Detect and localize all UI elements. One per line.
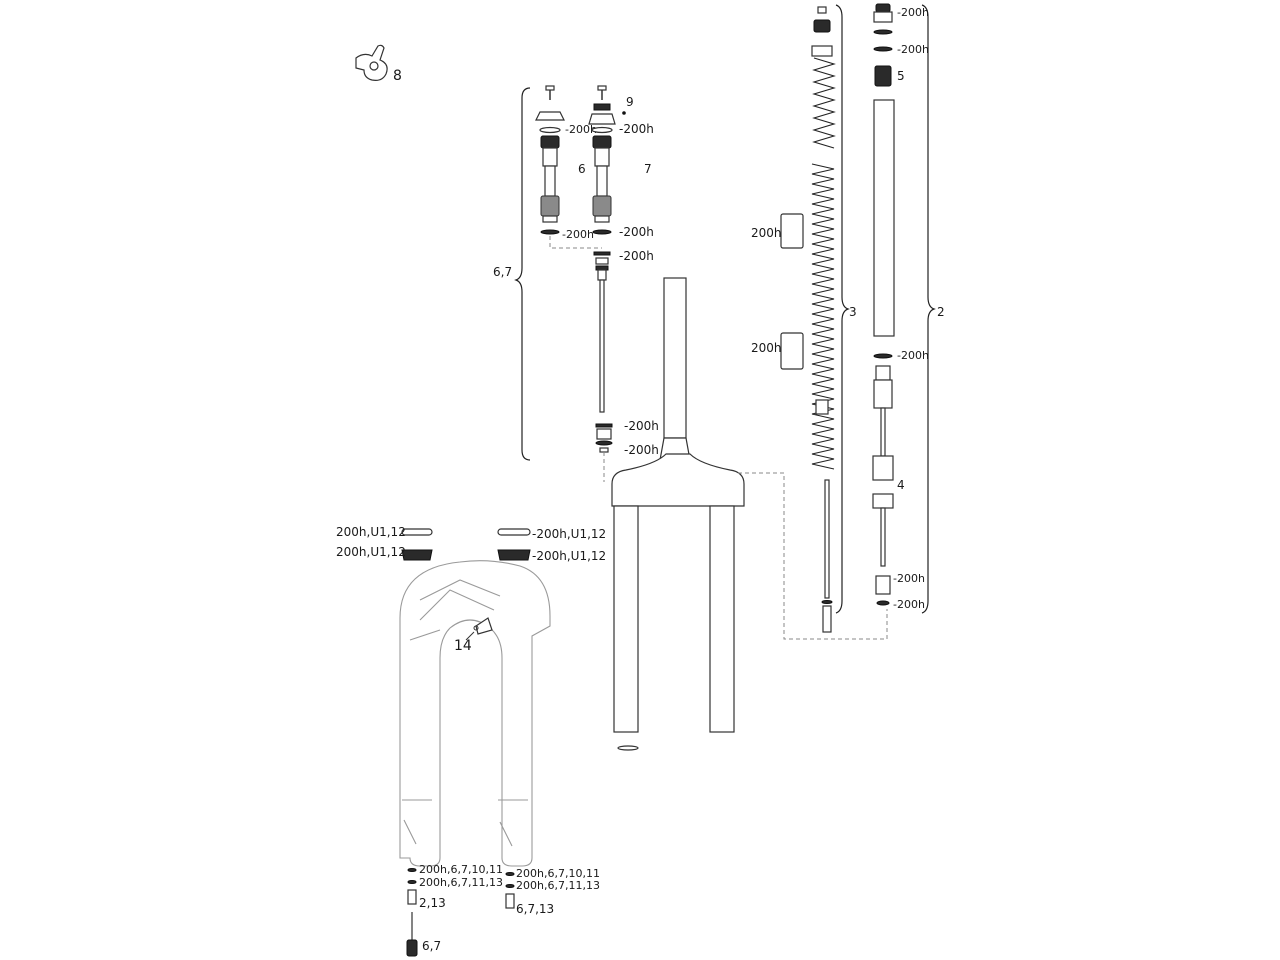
coil-spring-assembly <box>811 6 836 633</box>
label-bottom-right-3: 6,7,13 <box>516 902 554 916</box>
label-cartridge-9: 9 <box>626 95 634 109</box>
label-air-5: 5 <box>897 69 905 83</box>
label-seal-left-2: 200h,U1,12 <box>336 545 406 559</box>
label-group-3: 3 <box>849 305 857 319</box>
label-air-200h-3: -200h <box>897 349 929 362</box>
label-air-200h-4: -200h <box>893 572 925 585</box>
label-group-67: 6,7 <box>493 265 512 279</box>
label-air-4: 4 <box>897 478 905 492</box>
label-right-cart-200h-top: -200h <box>619 122 654 136</box>
bottom-hardware-right <box>505 872 515 909</box>
bracket-group-2 <box>921 4 936 614</box>
lower-legs-assembly <box>399 560 551 867</box>
seal-left <box>401 528 433 561</box>
connector-dashed <box>549 236 602 249</box>
label-air-200h-1: -200h <box>897 6 929 19</box>
bottom-hardware-left <box>406 868 418 957</box>
label-cartridge-6: 6 <box>578 162 586 176</box>
label-rod-200h-top: -200h <box>619 249 654 263</box>
label-seal-right-2: -200h,U1,12 <box>532 549 606 563</box>
label-bottom-right-1: 200h,6,7,10,11 <box>516 867 600 880</box>
label-bottom-left-4: 6,7 <box>422 939 441 953</box>
label-bottom-left-2: 200h,6,7,11,13 <box>419 876 503 889</box>
label-rod-200h-bottom: -200h <box>624 443 659 457</box>
label-left-cart-200h-top: -200h <box>565 123 597 136</box>
label-spacer-bottom: 200h <box>751 341 782 355</box>
damper-cartridge-left <box>535 85 565 235</box>
label-air-200h-2: -200h <box>897 43 929 56</box>
upper-fork-assembly <box>611 277 745 751</box>
label-right-cart-200h-bottom: -200h <box>619 225 654 239</box>
label-bottom-left-3: 2,13 <box>419 896 446 910</box>
label-bottom-right-2: 200h,6,7,11,13 <box>516 879 600 892</box>
bracket-group-3 <box>835 4 850 614</box>
volume-spacer-top <box>780 213 804 249</box>
label-lever-8: 8 <box>393 68 402 84</box>
part-14-valve <box>473 617 493 635</box>
label-group-2: 2 <box>937 305 945 319</box>
damper-cartridge-right <box>588 85 616 235</box>
ball-icon <box>622 111 626 115</box>
bracket-group-67 <box>514 87 531 461</box>
label-seal-left-1: 200h,U1,12 <box>336 525 406 539</box>
label-bottom-left-1: 200h,6,7,10,11 <box>419 863 503 876</box>
damper-rod-part <box>593 251 613 453</box>
label-seal-right-1: -200h,U1,12 <box>532 527 606 541</box>
label-left-cart-200h-bottom: -200h <box>562 228 594 241</box>
seal-right <box>497 528 531 561</box>
label-spacer-top: 200h <box>751 226 782 240</box>
label-cartridge-7: 7 <box>644 162 652 176</box>
label-air-200h-5: -200h <box>893 598 925 611</box>
lockout-lever-part <box>355 44 388 81</box>
label-part-14: 14 <box>454 638 472 654</box>
volume-spacer-bottom <box>780 332 804 370</box>
air-spring-assembly <box>872 3 895 606</box>
air-spring-connector-dashed <box>738 472 888 640</box>
label-rod-200h-mid: -200h <box>624 419 659 433</box>
